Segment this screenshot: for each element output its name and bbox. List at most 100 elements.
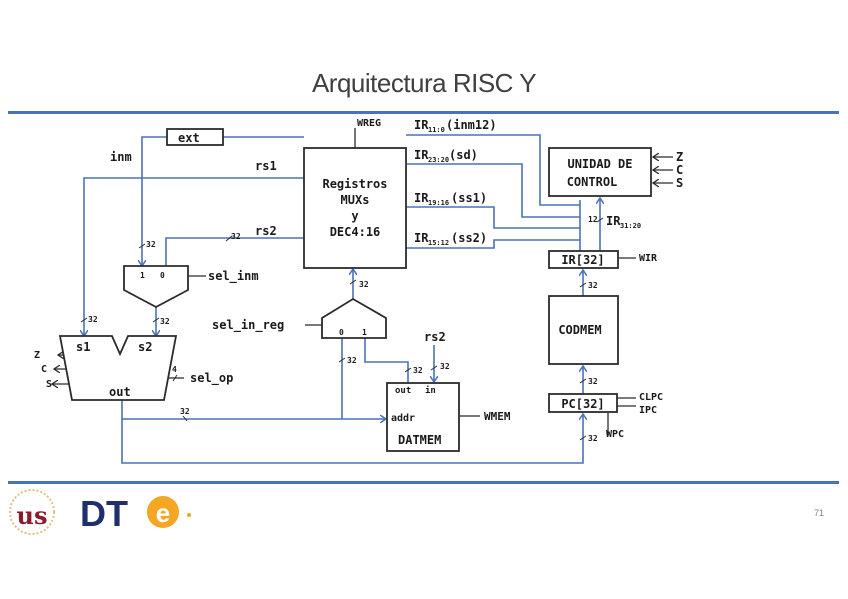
control-flag-s: S	[676, 176, 683, 190]
datmem-addr-port: addr	[391, 413, 415, 424]
width-label: 32	[180, 407, 190, 416]
slide-title: Arquitectura RISC Y	[311, 68, 537, 98]
control-flag-z: Z	[676, 150, 683, 164]
alu-flag-z: Z	[34, 350, 40, 361]
registers-line-1: Registros	[322, 177, 387, 191]
sel-in-reg-label: sel_in_reg	[212, 318, 284, 333]
width-label: 32	[88, 315, 98, 324]
bus-width-labels: 32 32 32 32 32 32 32 32 32 32 32 32 4 12	[88, 215, 598, 443]
svg-text:(ss2): (ss2)	[451, 231, 487, 245]
alu-input-s1: s1	[76, 340, 90, 354]
width-label: 32	[588, 434, 598, 443]
inm-label: inm	[110, 150, 132, 164]
width-label: 32	[588, 281, 598, 290]
pc-register-label: PC[32]	[561, 397, 604, 411]
sel-op-label: sel_op	[190, 371, 233, 386]
svg-text:IR: IR	[414, 148, 429, 162]
wire-ext-to-mux-inm	[142, 136, 167, 266]
registers-line-2: MUXs	[341, 193, 370, 207]
control-flag-c: C	[676, 163, 683, 177]
top-divider	[8, 111, 839, 114]
mux-inm-input-1: 1	[140, 271, 145, 280]
width-label: 32	[231, 232, 241, 241]
width-label: 32	[160, 317, 170, 326]
rs2-label: rs2	[255, 224, 277, 238]
control-wires	[52, 128, 673, 436]
rs2-datmem-label: rs2	[424, 330, 446, 344]
dte-logo-dot	[187, 513, 191, 517]
wire-ir-ss1	[406, 206, 580, 229]
width-label: 32	[146, 240, 156, 249]
wire-alu-out-to-pc	[121, 414, 583, 464]
datmem-label: DATMEM	[398, 433, 441, 447]
mux-inm-shape	[123, 265, 189, 309]
control-unit-block	[548, 147, 652, 197]
codmem-block	[548, 295, 619, 365]
svg-text:(ss1): (ss1)	[451, 191, 487, 205]
width-label: 32	[440, 362, 450, 371]
width-label: 32	[347, 356, 357, 365]
svg-text:23:20: 23:20	[428, 156, 449, 164]
university-mark: us	[17, 501, 48, 530]
svg-text:IR: IR	[414, 118, 429, 132]
wire-rs1	[84, 177, 304, 336]
ext-block	[166, 128, 224, 146]
svg-text:15:12: 15:12	[428, 239, 449, 247]
datmem-in-port: in	[425, 385, 436, 396]
registers-line-4: DEC4:16	[330, 225, 381, 239]
registers-line-3: y	[351, 209, 358, 223]
wreg-label: WREG	[357, 118, 381, 129]
ir-to-control-label: IR 31:20	[606, 214, 641, 230]
ir-register-label: IR[32]	[561, 253, 604, 267]
sel-inm-label: sel_inm	[208, 269, 259, 284]
svg-text:(sd): (sd)	[449, 148, 478, 162]
control-unit-line-1: UNIDAD DE	[567, 157, 632, 171]
wire-ir-inm12-right	[406, 134, 580, 206]
ext-label: ext	[178, 131, 200, 145]
datmem-out-port: out	[395, 386, 411, 396]
wire-ir-sd	[406, 163, 580, 218]
dte-logo-text: DT	[80, 493, 128, 534]
alu-flag-s: S	[46, 379, 52, 390]
width-label: 32	[413, 366, 423, 375]
bottom-divider	[8, 481, 839, 484]
ir-field-ss1: IR 19:16 (ss1)	[414, 191, 487, 207]
svg-text:(inm12): (inm12)	[446, 118, 497, 132]
ir-field-ss2: IR 15:12 (ss2)	[414, 231, 487, 247]
dte-logo-e: e	[156, 498, 170, 528]
mux-in-reg-shape	[321, 297, 387, 339]
width-label: 32	[588, 377, 598, 386]
svg-text:IR: IR	[414, 231, 429, 245]
svg-text:31:20: 31:20	[620, 222, 641, 230]
wire-ir-ss2	[406, 239, 580, 249]
dte-logo: DT e	[80, 493, 191, 534]
svg-text:IR: IR	[414, 191, 429, 205]
alu-shape	[58, 335, 178, 401]
page-number: 71	[814, 508, 825, 518]
wire-alu-out-to-addr	[121, 400, 386, 419]
alu-input-s2: s2	[138, 340, 152, 354]
control-unit-line-2: CONTROL	[567, 175, 618, 189]
width-label: 4	[172, 365, 177, 374]
width-label: 12	[588, 215, 598, 224]
blocks	[58, 128, 652, 452]
wires	[84, 134, 600, 464]
ir-register-block	[548, 250, 619, 269]
mux-inreg-input-1: 1	[362, 328, 367, 337]
svg-text:IR: IR	[606, 214, 621, 228]
mux-inm-input-0: 0	[160, 271, 165, 280]
bus-width-ticks	[80, 217, 604, 441]
wmem-label: WMEM	[484, 410, 511, 423]
dte-logo-circle	[147, 496, 179, 528]
rs1-label: rs1	[255, 159, 277, 173]
wir-label: WIR	[639, 253, 658, 264]
register-file-block	[303, 147, 407, 269]
clpc-label: CLPC	[639, 392, 663, 403]
wire-rs2	[165, 237, 304, 266]
codmem-label: CODMEM	[558, 323, 601, 337]
mux-inreg-input-0: 0	[339, 328, 344, 337]
ipc-label: IPC	[639, 405, 657, 416]
width-label: 32	[359, 280, 369, 289]
labels: ext inm rs1 rs2 WREG Registros MUXs y DE…	[34, 118, 683, 447]
